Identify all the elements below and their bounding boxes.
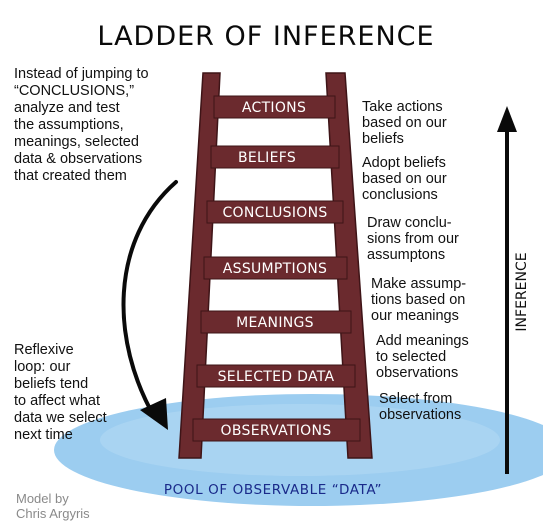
right-line: tions based on [371,292,465,308]
rung-label-meanings: MEANINGS [236,315,314,331]
left-bottom-line: next time [14,427,73,443]
right-text-meanings: Add meanings to selected observations [376,333,469,381]
right-line: our meanings [371,308,459,324]
left-top-line: that created them [14,168,127,184]
rung-selected-data [196,364,356,388]
right-line: Add meanings [376,333,469,349]
right-line: assumptons [367,247,445,263]
right-text-conclusions: Draw conclu- sions from our assumptons [367,215,459,263]
rung-label-conclusions: CONCLUSIONS [222,205,327,221]
right-line: to selected [376,349,446,365]
left-top-line: data & observations [14,151,142,167]
inference-axis: INFERENCE [497,106,530,474]
rung-label-assumptions: ASSUMPTIONS [223,261,327,277]
right-line: Draw conclu- [367,215,452,231]
right-text-selected-data: Select from observations [379,391,461,423]
right-line: Adopt beliefs [362,155,446,171]
right-text-assumptions: Make assump- tions based on our meanings [371,276,466,324]
right-line: based on our [362,115,447,131]
reflexive-loop-arrow [121,180,178,430]
left-bottom-line: data we select [14,410,107,426]
left-top-line: the assumptions, [14,117,124,133]
inference-axis-label: INFERENCE [514,252,530,331]
ladder: ACTIONS BELIEFS CONCLUSIONS ASSUMPTIONS … [178,72,373,459]
left-bottom-line: loop: our [14,359,71,375]
right-line: Make assump- [371,276,466,292]
credit-line: Chris Argyris [16,506,90,521]
pool: POOL OF OBSERVABLE “DATA” [54,394,543,506]
reflexive-loop-arrowhead [140,398,168,430]
left-bottom-line: beliefs tend [14,376,88,392]
credit: Model by Chris Argyris [16,491,90,521]
right-line: conclusions [362,187,438,203]
rung-meanings [200,310,352,334]
left-bottom-text-block: Reflexive loop: our beliefs tend to affe… [14,342,107,443]
left-top-line: “CONCLUSIONS,” [14,83,134,99]
left-top-line: analyze and test [14,100,120,116]
credit-line: Model by [16,491,69,506]
right-line: sions from our [367,231,459,247]
left-bottom-line: Reflexive [14,342,74,358]
right-line: observations [379,407,461,423]
right-line: Take actions [362,99,443,115]
right-text-beliefs: Adopt beliefs based on our conclusions [362,155,447,203]
rung-label-observations: OBSERVATIONS [221,423,332,439]
left-top-line: meanings, selected [14,134,139,150]
diagram-title: LADDER OF INFERENCE [97,21,434,52]
rung-actions [213,95,336,119]
rung-observations [192,418,361,442]
inference-axis-arrowhead [497,106,517,132]
left-bottom-line: to affect what [14,393,100,409]
rung-label-actions: ACTIONS [242,100,306,116]
rung-label-beliefs: BELIEFS [238,150,296,166]
left-top-text-block: Instead of jumping to “CONCLUSIONS,” ana… [14,66,149,184]
right-line: Select from [379,391,452,407]
right-line: beliefs [362,131,404,147]
rung-label-selected-data: SELECTED DATA [218,369,335,385]
right-text-actions: Take actions based on our beliefs [362,99,447,147]
right-line: observations [376,365,458,381]
left-top-line: Instead of jumping to [14,66,149,82]
right-line: based on our [362,171,447,187]
ladder-left-rail [178,72,221,459]
rung-assumptions [203,256,348,280]
rung-beliefs [210,145,340,169]
rung-conclusions [206,200,344,224]
reflexive-loop-curve [121,180,178,420]
pool-label: POOL OF OBSERVABLE “DATA” [164,482,382,498]
